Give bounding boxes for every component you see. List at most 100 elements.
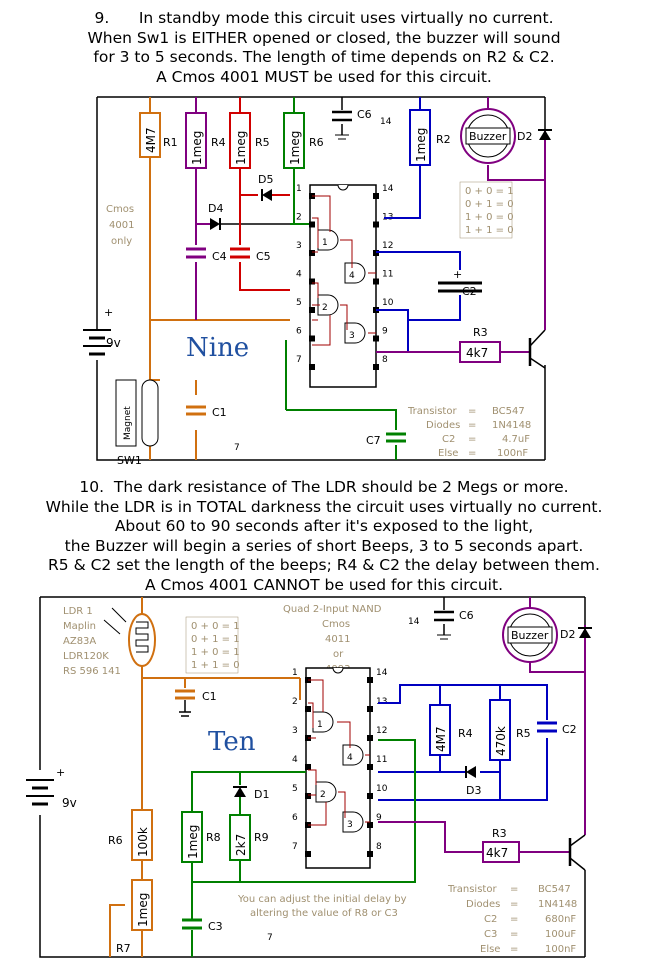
gate-4: 4 [344, 262, 366, 284]
r4-value: 1meg [190, 131, 204, 165]
svg-text:1 + 1 = 0: 1 + 1 = 0 [465, 225, 514, 236]
r9-label: R9 [254, 831, 269, 844]
r6-label: R6 [309, 136, 324, 149]
r8-value: 1meg [186, 825, 200, 859]
r6-value: 1meg [288, 131, 302, 165]
r1-label: R1 [163, 136, 178, 149]
heading-line: R5 & C2 set the length of the beeps; R4 … [48, 556, 600, 574]
ldr-note: RS 596 141 [63, 666, 121, 677]
r4-label: R4 [211, 136, 226, 149]
gate-4: 4 [342, 744, 364, 766]
ic-pin [367, 764, 373, 770]
ic-pin [309, 335, 315, 342]
ic-pin-number: 11 [382, 270, 393, 280]
svg-text:4: 4 [347, 753, 353, 763]
svg-text:2: 2 [320, 790, 326, 800]
svg-text:1N4148: 1N4148 [492, 420, 531, 431]
r8-label: R8 [206, 831, 221, 844]
svg-text:1: 1 [317, 720, 323, 730]
heading-line: the Buzzer will begin a series of short … [64, 536, 584, 555]
c6-label: C6 [357, 108, 372, 121]
circuit10-heading: 10. The dark resistance of The LDR shoul… [0, 478, 648, 595]
svg-text:100nF: 100nF [545, 944, 576, 955]
r7-label: R7 [116, 942, 131, 955]
svg-text:100nF: 100nF [497, 448, 528, 459]
ic-pin-number: 3 [296, 241, 302, 251]
ic-pin-number: 5 [296, 298, 302, 308]
ic-pin-number: 10 [382, 298, 394, 308]
magnet [115, 379, 137, 447]
ic-pin-number: 8 [382, 355, 388, 365]
c5-label: C5 [256, 250, 271, 263]
ic-pin-number: 2 [292, 697, 298, 707]
ic-note: or [333, 649, 344, 660]
magnet-label: Magnet [123, 406, 133, 440]
svg-text:C2: C2 [442, 434, 455, 445]
ic-pin [367, 793, 373, 799]
svg-text:2: 2 [322, 303, 328, 313]
svg-text:+: + [56, 766, 65, 779]
ic-note: 4011 [325, 634, 350, 645]
d4-label: D4 [208, 202, 223, 215]
ic-pin-number: 5 [292, 784, 298, 794]
c7-label: C7 [366, 434, 381, 447]
r1-value: 4M7 [144, 127, 158, 153]
heading-line: 10. The dark resistance of The LDR shoul… [79, 478, 569, 496]
svg-text:0 + 1 = 0: 0 + 1 = 0 [465, 199, 514, 210]
gate-1: 1 [317, 229, 339, 251]
battery-9v: + 9v [26, 766, 77, 810]
c2-label: C2 [562, 723, 577, 736]
d2-label: D2 [517, 130, 532, 143]
r7-value: 1meg [136, 893, 150, 927]
pin14-label: 14 [380, 117, 392, 127]
ic-pin-number: 1 [296, 184, 302, 194]
d5-label: D5 [258, 173, 273, 186]
ic-pin [309, 250, 315, 256]
transistor [528, 180, 546, 369]
ic-pin [373, 221, 379, 228]
ic-pin-number: 4 [292, 755, 298, 765]
r2-value: 1meg [414, 128, 428, 162]
d2-label: D2 [560, 628, 575, 641]
r5-label: R5 [516, 727, 531, 740]
ic-pin-number: 14 [382, 184, 394, 194]
svg-text:1N4148: 1N4148 [538, 899, 577, 910]
d3-label: D3 [466, 784, 481, 797]
buzzer-label: Buzzer [511, 629, 549, 642]
parts-list: Transistor=BC547 Diodes=1N4148 C2=680nF … [447, 884, 577, 955]
r6-resistor [131, 809, 153, 861]
r6-label: R6 [108, 834, 123, 847]
svg-text:=: = [510, 899, 518, 910]
d1-label: D1 [254, 788, 269, 801]
ic-pin-number: 11 [376, 755, 387, 765]
svg-text:=: = [468, 406, 476, 417]
ic-pin [309, 278, 315, 285]
heading-line: A Cmos 4001 MUST be used for this circui… [156, 67, 492, 86]
adjust-note: altering the value of R8 or C3 [250, 908, 398, 919]
sw1-reed-switch [141, 379, 159, 447]
r4-value: 4M7 [434, 726, 448, 752]
ldr-note: LDR 1 [63, 606, 93, 617]
battery-label: 9v [106, 336, 121, 350]
r6-resistor [283, 112, 305, 169]
r5-label: R5 [255, 136, 270, 149]
ic-pin [373, 278, 379, 285]
r5-value: 470k [494, 726, 508, 756]
svg-text:1 + 1 = 0: 1 + 1 = 0 [191, 660, 240, 671]
ic-pin [373, 364, 379, 370]
svg-text:Else: Else [480, 944, 500, 955]
gate-3: 3 [344, 322, 366, 344]
r7-resistor [131, 879, 153, 931]
heading-line: 9. In standby mode this circuit uses vir… [94, 9, 554, 27]
svg-text:1 + 0 = 0: 1 + 0 = 0 [465, 212, 514, 223]
ic-note: Quad 2-Input NAND [283, 604, 382, 615]
r2-resistor [409, 109, 431, 166]
r3-resistor [459, 341, 501, 363]
svg-text:100uF: 100uF [545, 929, 576, 940]
circuit9-heading: 9. In standby mode this circuit uses vir… [0, 9, 648, 87]
svg-text:=: = [510, 944, 518, 955]
heading-line: for 3 to 5 seconds. The length of time d… [93, 48, 555, 66]
c6-label: C6 [459, 609, 474, 622]
c1-label: C1 [202, 690, 217, 703]
truth-table: 0 + 0 = 1 0 + 1 = 1 1 + 0 = 1 1 + 1 = 0 [185, 616, 240, 674]
